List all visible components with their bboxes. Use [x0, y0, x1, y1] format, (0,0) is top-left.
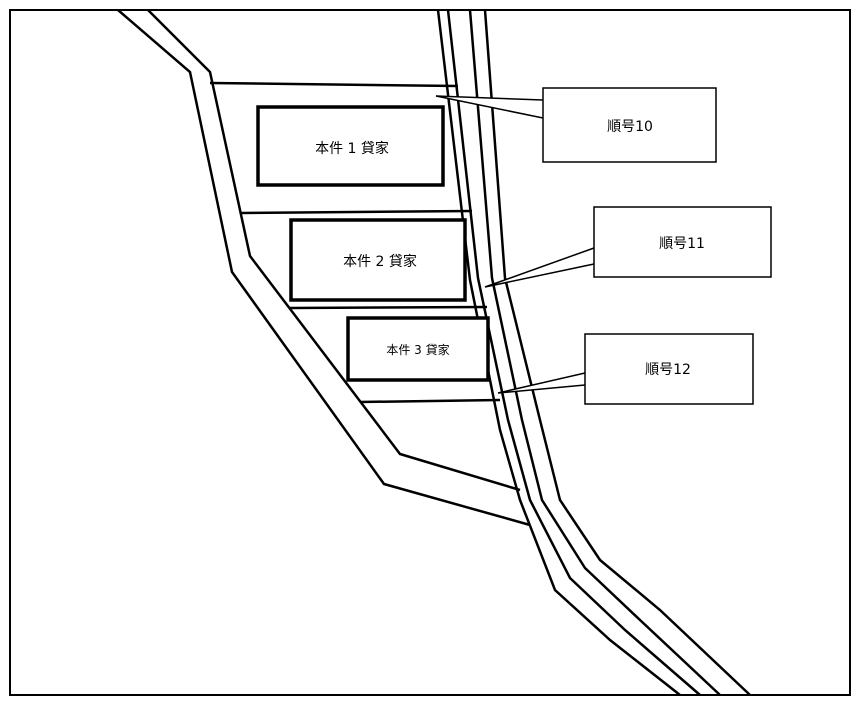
building-1-outline — [256, 105, 445, 187]
callout-12-label: 順号12 — [645, 362, 691, 378]
building-3: 本件 3 貸家 — [346, 316, 490, 382]
parcel-line-2-3 — [289, 305, 488, 310]
left-boundary-line — [117, 9, 531, 527]
callout-11-box — [593, 206, 772, 278]
parcel-line-top — [209, 81, 459, 88]
building-2-label: 本件 2 貸家 — [343, 253, 417, 270]
river-channel-lines — [436, 9, 751, 696]
building-3-label: 本件 3 貸家 — [386, 342, 449, 357]
building-2: 本件 2 貸家 — [289, 218, 467, 302]
callout-10-box — [542, 87, 717, 163]
callout-12: 順号12 — [497, 333, 754, 405]
callout-10-label: 順号10 — [607, 119, 653, 135]
parcel-line-bottom — [359, 398, 501, 404]
parcel-line-1-2 — [239, 209, 473, 215]
building-3-outline — [346, 316, 490, 382]
callout-11-pointer — [484, 247, 595, 288]
callout-12-box — [584, 333, 754, 405]
callout-11: 順号11 — [484, 206, 772, 288]
building-2-outline — [289, 218, 467, 302]
building-1: 本件 1 貸家 — [256, 105, 445, 187]
callout-10-pointer — [435, 95, 544, 119]
callout-12-pointer — [497, 372, 586, 394]
parcel-division-lines — [209, 81, 501, 404]
callout-11-label: 順号11 — [659, 236, 705, 252]
callout-10: 順号10 — [435, 87, 717, 163]
building-1-label: 本件 1 貸家 — [315, 140, 389, 157]
